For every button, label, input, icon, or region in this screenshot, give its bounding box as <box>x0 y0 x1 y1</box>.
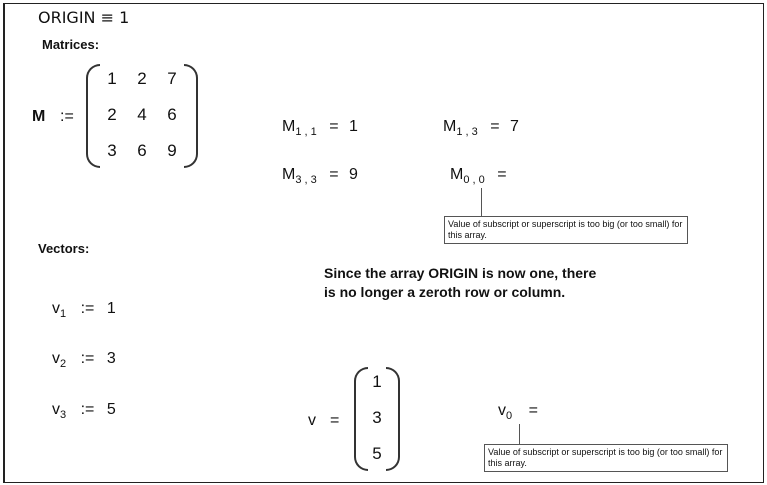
vector-base: v <box>498 402 506 419</box>
element-m00[interactable]: M0 , 0 = <box>450 166 507 186</box>
vector-subscript: 3 <box>60 409 67 421</box>
element-base: M <box>443 118 457 135</box>
matrix-name: M <box>32 108 46 125</box>
vector-subscript: 2 <box>60 358 67 370</box>
vector-cell: 1 <box>372 372 382 391</box>
matrix-cell: 7 <box>167 69 177 88</box>
matrix-assign-operator: := <box>60 108 74 125</box>
error-tooltip-vector: Value of subscript or superscript is too… <box>484 444 728 472</box>
matrix-cell: 1 <box>107 69 117 88</box>
error-pointer <box>481 188 482 216</box>
equals-sign: = <box>497 166 507 183</box>
assign-operator: := <box>80 350 95 367</box>
vector-base: v <box>52 401 60 418</box>
vector-subscript: 0 <box>506 410 513 422</box>
element-base: M <box>450 166 464 183</box>
matrix-cell: 9 <box>167 141 177 160</box>
element-m11[interactable]: M1 , 1 = 1 <box>282 118 358 138</box>
assign-operator: := <box>80 300 95 317</box>
matrix-cell: 2 <box>107 105 117 124</box>
vector-value: 1 <box>106 300 116 317</box>
vector-base: v <box>52 350 60 367</box>
element-base: M <box>282 166 296 183</box>
assign-operator: := <box>80 401 95 418</box>
matrix-cell: 3 <box>107 141 117 160</box>
right-paren <box>184 64 198 168</box>
vector-v[interactable]: 1 3 5 <box>354 367 400 471</box>
element-value: 7 <box>509 118 519 135</box>
vector-base: v <box>52 300 60 317</box>
left-paren <box>86 64 100 168</box>
matrix-cell: 6 <box>167 105 177 124</box>
vector-value: 3 <box>106 350 116 367</box>
error-tooltip-matrix: Value of subscript or superscript is too… <box>444 216 688 244</box>
note-line: Since the array ORIGIN is now one, there <box>324 265 597 281</box>
error-pointer <box>519 424 520 444</box>
element-value: 9 <box>348 166 358 183</box>
vector-result-name: v <box>308 412 316 429</box>
matrix-cell: 6 <box>137 141 147 160</box>
element-subscript: 1 , 1 <box>295 126 317 138</box>
element-subscript: 0 , 0 <box>463 174 485 186</box>
vector-value: 5 <box>106 401 116 418</box>
vector-subscript: 1 <box>60 308 67 320</box>
vector-def-v3[interactable]: v3 := 5 <box>52 401 116 421</box>
matrix-cell: 4 <box>137 105 147 124</box>
equals-sign: = <box>490 118 500 135</box>
element-base: M <box>282 118 296 135</box>
vector-cell: 3 <box>372 408 382 427</box>
vector-result-equals: = <box>330 412 340 429</box>
vector-def-v2[interactable]: v2 := 3 <box>52 350 116 370</box>
equals-sign: = <box>329 166 339 183</box>
element-m33[interactable]: M3 , 3 = 9 <box>282 166 358 186</box>
matrix-cell: 2 <box>137 69 147 88</box>
element-m13[interactable]: M1 , 3 = 7 <box>443 118 519 138</box>
origin-definition[interactable]: ORIGIN ≡ 1 <box>38 8 130 27</box>
equals-sign: = <box>528 402 538 419</box>
vectors-heading: Vectors: <box>38 241 90 256</box>
vector-zero-eval[interactable]: v0 = <box>498 402 538 422</box>
matrices-heading: Matrices: <box>42 37 100 52</box>
element-value: 1 <box>348 118 358 135</box>
element-subscript: 3 , 3 <box>295 174 317 186</box>
element-subscript: 1 , 3 <box>456 126 478 138</box>
matrix-M[interactable]: 1 2 7 2 4 6 3 6 9 <box>86 64 198 168</box>
origin-note: Since the array ORIGIN is now one, there… <box>324 264 596 302</box>
vector-def-v1[interactable]: v1 := 1 <box>52 300 116 320</box>
note-line: is no longer a zeroth row or column. <box>324 284 566 300</box>
vector-cell: 5 <box>372 444 382 463</box>
equals-sign: = <box>329 118 339 135</box>
